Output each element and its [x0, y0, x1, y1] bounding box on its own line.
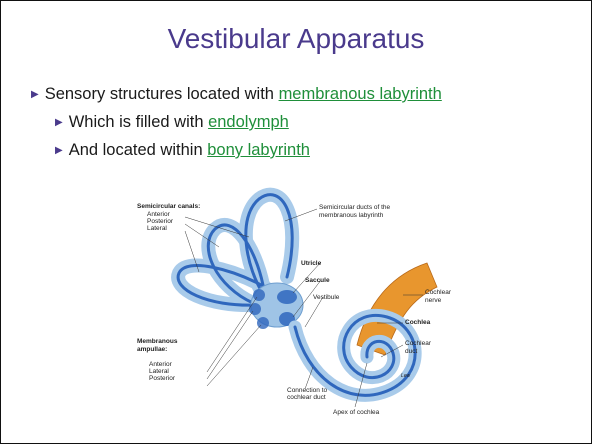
label-utricle: Utricle: [301, 260, 321, 268]
endolymph-link[interactable]: endolymph: [208, 113, 289, 131]
label-cochlea: Cochlea: [405, 319, 430, 327]
label-apex-of-cochlea: Apex of cochlea: [333, 409, 379, 417]
bullet-arrow-icon: ▶: [31, 89, 39, 100]
illustrator-signature: Lew: [401, 373, 410, 381]
bullet-1-text: Sensory structures located with: [45, 85, 279, 103]
label-semicircular-ducts: Semicircular ducts of the: [319, 204, 390, 212]
label-membranous-labyrinth: membranous labyrinth: [319, 212, 383, 220]
label-vestibule: Vestibule: [313, 294, 339, 302]
label-ampulla-posterior: Posterior: [149, 375, 175, 383]
bullet-1: ▶ Sensory structures located with membran…: [31, 85, 442, 104]
label-cochlear-duct-1: Cochlear: [405, 340, 431, 348]
label-saccule: Saccule: [305, 277, 330, 285]
slide-title: Vestibular Apparatus: [1, 23, 591, 55]
membranous-labyrinth-link[interactable]: membranous labyrinth: [279, 85, 442, 103]
label-semicircular-canals: Semicircular canals:: [137, 203, 200, 211]
label-membranous-ampullae-2: ampullae:: [137, 346, 167, 354]
bullet-2-text: Which is filled with: [69, 113, 208, 131]
bullet-arrow-icon: ▶: [55, 145, 63, 156]
inner-ear-figure: Semicircular canals: Anterior Posterior …: [137, 177, 457, 423]
label-cochlear-nerve-1: Cochlear: [425, 289, 451, 297]
label-membranous-ampullae-1: Membranous: [137, 338, 177, 346]
label-lateral: Lateral: [147, 225, 167, 233]
bullet-arrow-icon: ▶: [55, 117, 63, 128]
bullet-2: ▶ Which is filled with endolymph: [55, 113, 289, 132]
bullet-3-text: And located within: [69, 141, 208, 159]
label-cochlear-nerve-2: nerve: [425, 297, 441, 305]
bony-labyrinth-link[interactable]: bony labyrinth: [207, 141, 310, 159]
label-cochlear-duct-2: duct: [405, 348, 417, 356]
bullet-3: ▶ And located within bony labyrinth: [55, 141, 310, 160]
label-connection-2: cochlear duct: [287, 394, 326, 402]
